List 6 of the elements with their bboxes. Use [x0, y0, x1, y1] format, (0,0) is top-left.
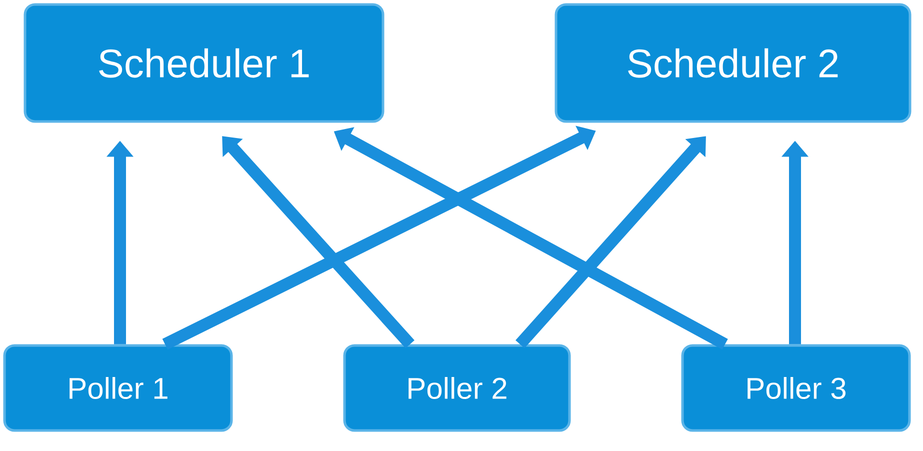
process-box: Scheduler 2 — [554, 3, 912, 123]
process-box: Poller 2 — [343, 344, 571, 432]
process-box: Poller 3 — [681, 344, 911, 432]
process-box: Scheduler 1 — [24, 3, 384, 123]
arrow — [222, 136, 414, 348]
process-box: Poller 1 — [3, 344, 233, 432]
